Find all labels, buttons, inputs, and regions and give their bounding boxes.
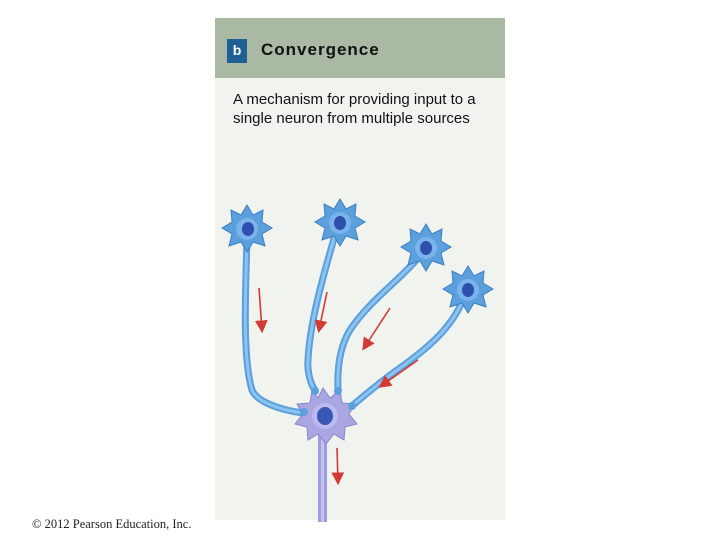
- signal-arrow-5: [331, 447, 345, 486]
- input-neuron-1: [221, 204, 273, 253]
- axon-3: [334, 254, 422, 394]
- panel-header: b Convergence: [215, 18, 505, 78]
- panel-caption: A mechanism for providing input to a sin…: [233, 91, 476, 127]
- copyright-notice: © 2012 Pearson Education, Inc.: [32, 517, 192, 531]
- axon-4: [349, 298, 466, 409]
- nucleus-icon: [317, 407, 333, 425]
- panel-title: Convergence: [261, 40, 380, 59]
- signal-arrow-3: [362, 307, 391, 351]
- input-neuron-2: [314, 198, 366, 247]
- nucleus-icon: [242, 222, 254, 236]
- signal-arrows: [254, 287, 419, 486]
- synaptic-terminals: [300, 387, 356, 416]
- nucleus-icon: [420, 241, 432, 255]
- nucleus-icon: [334, 216, 346, 230]
- figure-panel: b Convergence A mechanism for providing …: [215, 18, 505, 520]
- input-neuron-4: [442, 265, 494, 314]
- axon-2: [304, 231, 339, 394]
- target-axon: [318, 430, 327, 522]
- input-neuron-3: [400, 223, 452, 272]
- target-neuron: [294, 387, 358, 445]
- axon-1: [241, 236, 307, 417]
- signal-arrow-4: [378, 359, 419, 388]
- signal-arrow-2: [314, 291, 328, 334]
- signal-arrow-1: [254, 287, 268, 334]
- panel-letter-badge: b: [227, 39, 247, 63]
- nucleus-icon: [462, 283, 474, 297]
